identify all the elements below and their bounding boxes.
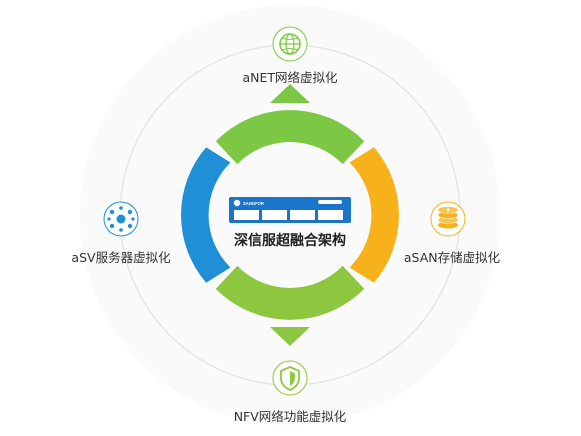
segment-top-arrow	[270, 84, 310, 103]
segment-left-arrow	[182, 195, 197, 235]
server-logo-text: SANGFOR	[243, 201, 264, 206]
asv-label: aSV服务器虚拟化	[71, 250, 171, 265]
segment-right-arrow	[383, 195, 398, 235]
segment-top-green	[215, 110, 365, 165]
segment-right-orange	[349, 147, 399, 283]
sangfor-logo-icon	[233, 199, 241, 207]
node-asv: aSV服务器虚拟化	[71, 201, 171, 265]
center-title: 深信服超融合架构	[234, 232, 346, 249]
nfv-label: NFV网络功能虚拟化	[234, 409, 347, 424]
node-nfv: NFV网络功能虚拟化	[234, 360, 347, 424]
security-shield-icon	[280, 366, 300, 391]
network-globe-icon	[279, 33, 301, 55]
segment-bottom-green	[215, 265, 365, 320]
node-asan: aSAN存储虚拟化	[404, 201, 501, 265]
server-cluster-icon	[107, 206, 135, 232]
segment-bottom-arrow	[270, 327, 310, 346]
storage-disks-icon	[437, 206, 459, 229]
node-anet: aNET网络虚拟化	[242, 26, 338, 85]
segment-left-blue	[181, 147, 231, 283]
asan-label: aSAN存储虚拟化	[404, 250, 501, 265]
server-graphic: SANGFOR	[229, 197, 351, 223]
anet-label: aNET网络虚拟化	[242, 70, 338, 85]
